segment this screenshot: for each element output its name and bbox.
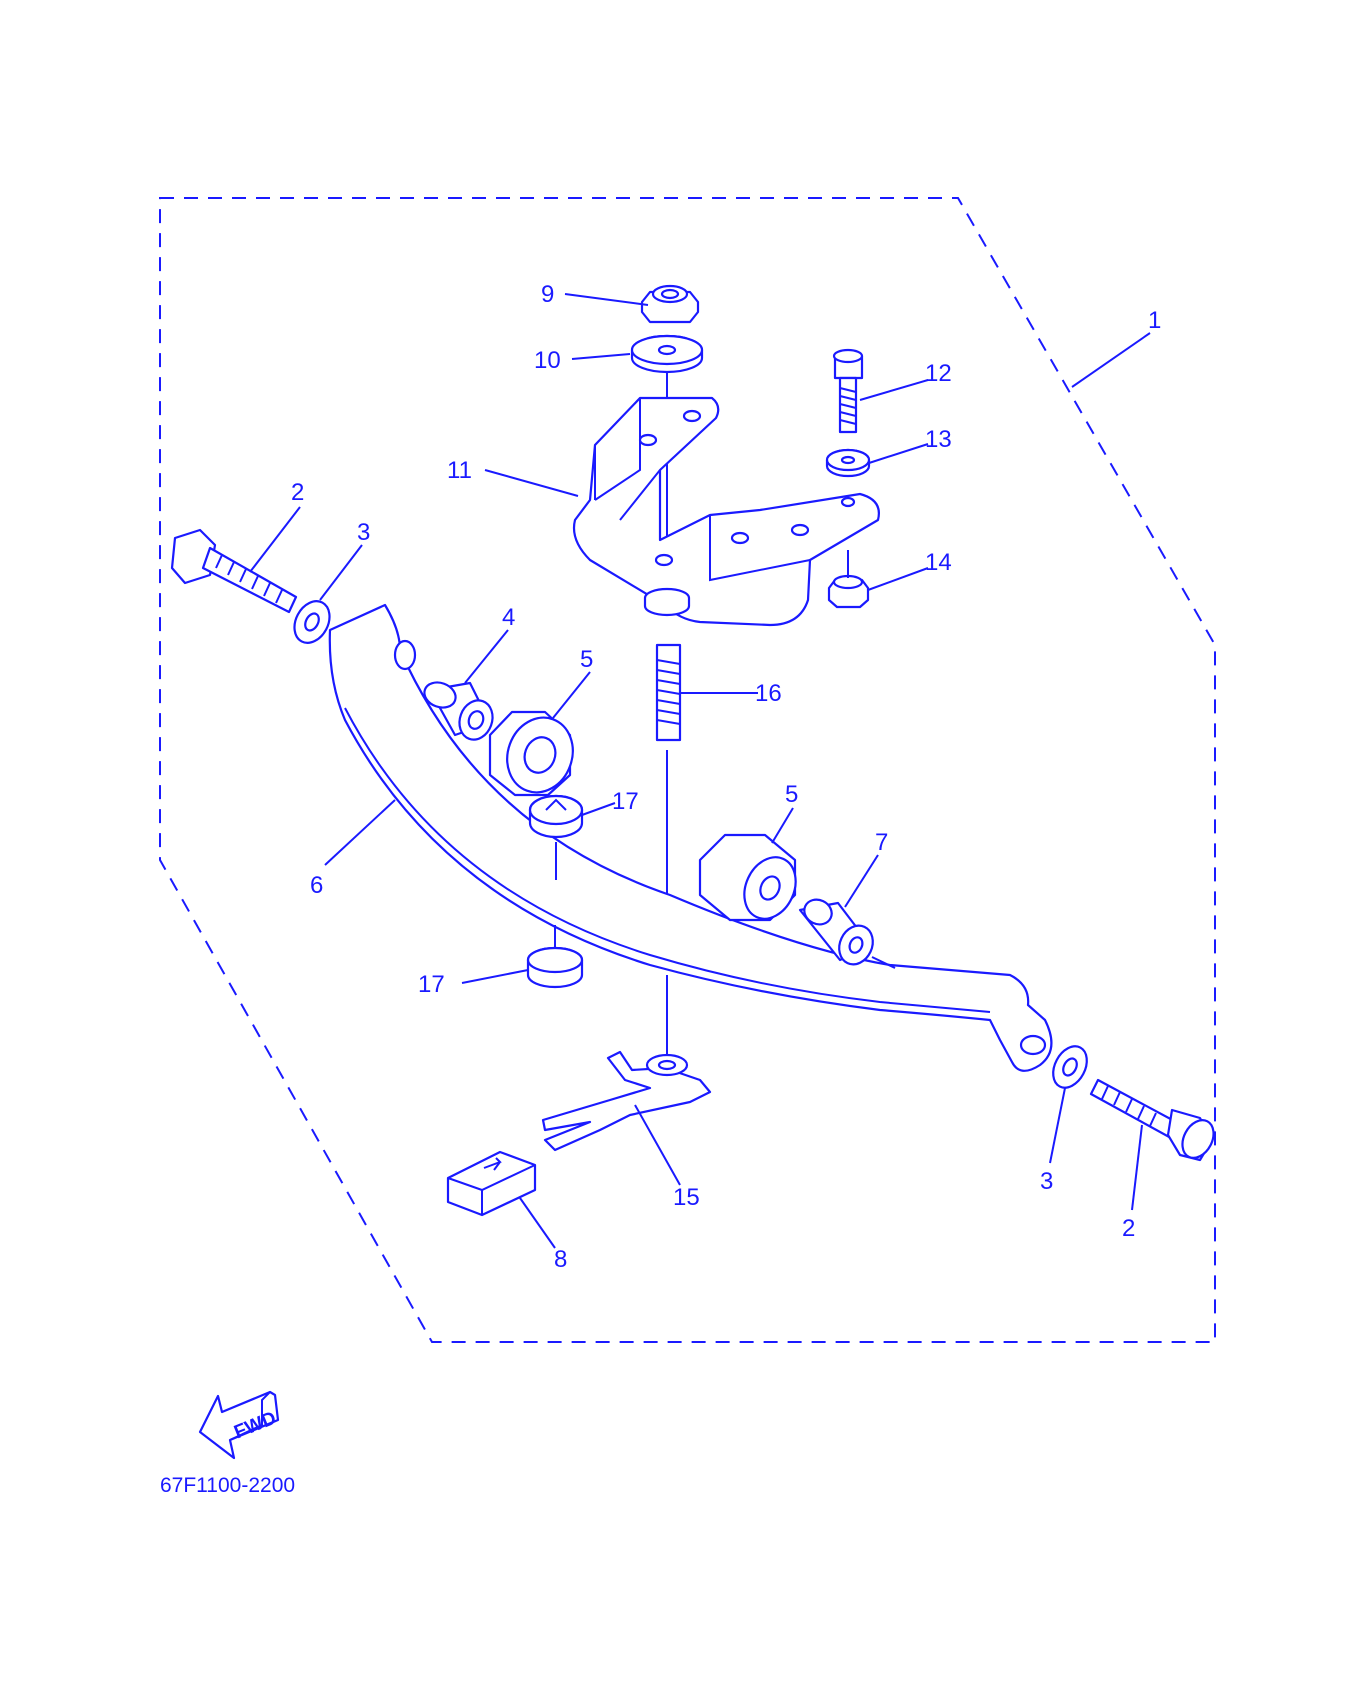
callout-3-right: 3 [1040, 1168, 1053, 1195]
callout-13: 13 [925, 426, 952, 453]
nut-part-5-upper [488, 710, 574, 797]
washer-part-3-right [1052, 1045, 1088, 1089]
arm-part-6 [328, 603, 1053, 1072]
leader-17-lower [461, 969, 529, 984]
block-part-8 [446, 1150, 537, 1217]
nut-part-5-lower [698, 833, 797, 922]
leader-3-left [319, 544, 363, 601]
diagram-code: 67F1100-2200 [160, 1474, 295, 1497]
callout-17-lower: 17 [418, 971, 445, 998]
leader-5-upper [552, 671, 591, 719]
callout-12: 12 [925, 360, 952, 387]
leader-2-left [249, 506, 301, 573]
collar-part-7 [798, 898, 874, 966]
leader-15 [634, 1104, 681, 1186]
nut-part-14 [827, 574, 870, 609]
callout-8: 8 [554, 1246, 567, 1273]
washer-part-10 [630, 334, 704, 374]
leader-2-right [1131, 1124, 1143, 1211]
leader-6 [324, 799, 396, 866]
leader-14 [867, 567, 929, 591]
callout-16: 16 [755, 680, 782, 707]
callout-2-right: 2 [1122, 1215, 1135, 1242]
stud-part-16 [655, 643, 682, 742]
collar-part-4 [423, 681, 494, 741]
nut-part-9 [640, 284, 700, 324]
leader-12 [859, 379, 929, 401]
callout-5-lower: 5 [785, 781, 798, 808]
leader-17-upper [581, 802, 616, 816]
plug-part-17-lower [526, 946, 584, 989]
callout-2-left: 2 [291, 479, 304, 506]
leader-7 [844, 854, 879, 908]
axis-7 [871, 956, 896, 969]
leader-1 [1071, 332, 1151, 388]
leader-10 [571, 353, 631, 360]
callout-6: 6 [310, 872, 323, 899]
washer-part-3-left [293, 600, 331, 644]
plug-part-17-upper [528, 794, 584, 839]
bolt-part-12 [832, 348, 864, 434]
callout-5-upper: 5 [580, 646, 593, 673]
leader-9 [564, 293, 649, 306]
fwd-arrow-icon [198, 1390, 280, 1460]
bolt-part-2-right [1089, 1078, 1215, 1162]
washer-part-13 [825, 448, 871, 478]
callout-1: 1 [1148, 307, 1161, 334]
leader-11 [484, 469, 579, 497]
leader-3-right [1049, 1087, 1066, 1164]
bracket-part-11 [572, 396, 880, 627]
callout-4: 4 [502, 604, 515, 631]
callout-10: 10 [534, 347, 561, 374]
callout-3-left: 3 [357, 519, 370, 546]
callout-14: 14 [925, 549, 952, 576]
callout-17-upper: 17 [612, 788, 639, 815]
callout-11: 11 [447, 457, 472, 484]
leader-8 [519, 1197, 556, 1249]
leader-5-lower [771, 807, 794, 844]
callout-9: 9 [541, 281, 554, 308]
callout-7: 7 [875, 829, 888, 856]
leader-13 [868, 443, 929, 464]
leader-4 [464, 629, 509, 684]
bolt-part-2-left [170, 528, 298, 614]
callout-15: 15 [673, 1184, 700, 1211]
plate-part-15 [541, 1050, 712, 1152]
assembly-boundary [159, 197, 1216, 1343]
